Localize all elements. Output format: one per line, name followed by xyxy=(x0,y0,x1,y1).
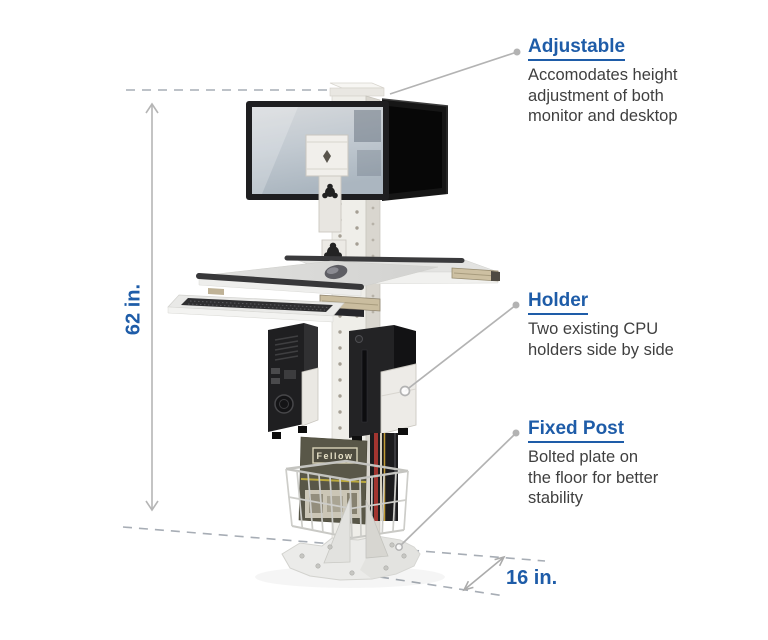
callout-holder-line: Two existing CPU xyxy=(528,320,659,338)
keyboard xyxy=(181,298,333,312)
height-dimension-arrow xyxy=(145,102,159,512)
depth-dimension-arrow xyxy=(462,555,506,592)
callout-fixed-post-line: the floor for better xyxy=(528,468,659,487)
wire-basket xyxy=(285,459,409,540)
cpu-left xyxy=(268,323,319,439)
monitor-mount-bracket xyxy=(305,134,349,267)
cpu-holder-bracket-left xyxy=(301,367,319,427)
leader-holder xyxy=(399,301,520,397)
callout-holder-line: holders side by side xyxy=(528,340,674,359)
mouse xyxy=(324,264,348,280)
callout-adjustable: Adjustable Accomodates height adjustment… xyxy=(528,36,763,127)
depth-dimension-label: 16 in. xyxy=(506,567,558,589)
callout-fixed-post-line: Bolted plate on xyxy=(528,448,639,466)
cpu-fan xyxy=(274,394,294,414)
back-monitor xyxy=(381,98,449,201)
keyboard-tray xyxy=(167,288,381,323)
adjustment-knob-upper xyxy=(322,183,338,199)
callout-adjustable-line: monitor and desktop xyxy=(528,107,678,125)
callout-fixed-post: Fixed Post Bolted plate on the floor for… xyxy=(528,418,763,509)
callout-fixed-post-line: stability xyxy=(528,489,584,507)
floor-front-dashed-line xyxy=(379,576,506,597)
callout-holder-title: Holder xyxy=(528,290,589,315)
leader-adjustable xyxy=(389,48,521,95)
bolt-holes xyxy=(299,542,407,576)
power-button xyxy=(355,335,363,343)
height-dimension-label: 62 in. xyxy=(122,283,145,336)
callout-adjustable-title: Adjustable xyxy=(528,36,626,61)
callout-fixed-post-title: Fixed Post xyxy=(528,418,625,443)
box-label-text: Fellow xyxy=(316,451,353,461)
callout-adjustable-line: Accomodates height xyxy=(528,66,678,84)
cpu-holder-bracket-right xyxy=(380,363,417,435)
callout-holder: Holder Two existing CPU holders side by … xyxy=(528,290,763,360)
base-plate xyxy=(281,497,421,581)
cpu-right xyxy=(349,325,417,443)
desk-surface xyxy=(196,255,500,297)
callout-adjustable-line: adjustment of both xyxy=(528,86,664,105)
bracket-fastener xyxy=(323,150,331,163)
leader-fixed-post xyxy=(395,429,520,551)
desk-edge-bumper-front xyxy=(196,273,364,290)
desk-edge-bumper-rear xyxy=(284,255,465,263)
